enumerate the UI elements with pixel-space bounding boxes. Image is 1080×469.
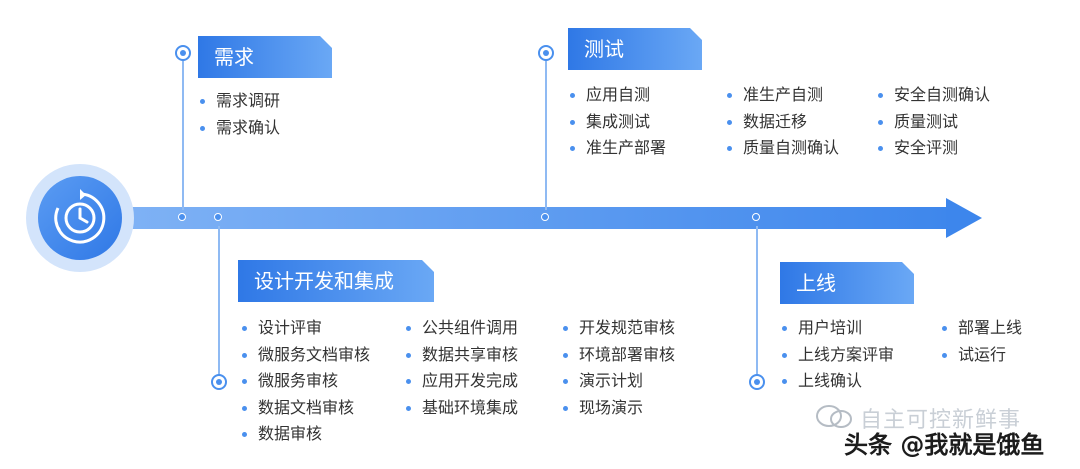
phase-title-testing: 测试	[568, 28, 702, 70]
clock-refresh-icon	[38, 176, 122, 260]
list-item: 公共组件调用	[406, 315, 518, 342]
list-item: 用户培训	[782, 315, 894, 342]
list-item: 质量测试	[878, 109, 990, 136]
list-item: 需求确认	[200, 115, 280, 142]
list-item: 微服务文档审核	[242, 342, 370, 369]
list-item: 演示计划	[563, 368, 675, 395]
list-item: 现场演示	[563, 395, 675, 422]
list-item: 安全评测	[878, 135, 990, 162]
list-launch-col1: 用户培训 上线方案评审 上线确认	[782, 315, 894, 395]
phase-title-design-dev: 设计开发和集成	[238, 260, 434, 302]
list-item: 开发规范审核	[563, 315, 675, 342]
list-item: 应用开发完成	[406, 368, 518, 395]
list-item: 部署上线	[942, 315, 1022, 342]
timeline-arrowhead	[946, 198, 982, 238]
pin-design	[211, 374, 227, 390]
list-item: 集成测试	[570, 109, 666, 136]
list-requirements: 需求调研 需求确认	[200, 88, 280, 141]
list-item: 设计评审	[242, 315, 370, 342]
list-item: 微服务审核	[242, 368, 370, 395]
list-item: 上线方案评审	[782, 342, 894, 369]
axis-dot-design	[214, 213, 222, 221]
connector-launch	[756, 226, 758, 376]
list-launch-col2: 部署上线 试运行	[942, 315, 1022, 368]
list-item: 试运行	[942, 342, 1022, 369]
list-item: 上线确认	[782, 368, 894, 395]
list-item: 应用自测	[570, 82, 666, 109]
pin-launch	[749, 374, 765, 390]
list-testing-col3: 安全自测确认 质量测试 安全评测	[878, 82, 990, 162]
list-item: 基础环境集成	[406, 395, 518, 422]
connector-design	[218, 226, 220, 376]
list-design-col1: 设计评审 微服务文档审核 微服务审核 数据文档审核 数据审核	[242, 315, 370, 448]
list-design-col3: 开发规范审核 环境部署审核 演示计划 现场演示	[563, 315, 675, 421]
list-design-col2: 公共组件调用 数据共享审核 应用开发完成 基础环境集成	[406, 315, 518, 421]
axis-dot-testing	[541, 213, 549, 221]
pin-testing	[538, 45, 554, 61]
list-item: 准生产部署	[570, 135, 666, 162]
list-item: 需求调研	[200, 88, 280, 115]
list-testing-col2: 准生产自测 数据迁移 质量自测确认	[727, 82, 839, 162]
list-item: 数据审核	[242, 421, 370, 448]
list-item: 数据文档审核	[242, 395, 370, 422]
list-item: 数据共享审核	[406, 342, 518, 369]
list-item: 数据迁移	[727, 109, 839, 136]
phase-title-launch: 上线	[780, 262, 914, 304]
watermark-faint-text: 自主可控新鲜事	[860, 408, 1022, 433]
wechat-icon	[815, 404, 855, 434]
list-item: 准生产自测	[727, 82, 839, 109]
connector-requirements	[182, 60, 184, 210]
axis-dot-launch	[752, 213, 760, 221]
phase-title-requirements: 需求	[198, 36, 332, 78]
list-item: 环境部署审核	[563, 342, 675, 369]
list-item: 质量自测确认	[727, 135, 839, 162]
watermark-main-text: 头条 @我就是饿鱼	[844, 431, 1045, 459]
pin-requirements	[175, 45, 191, 61]
list-item: 安全自测确认	[878, 82, 990, 109]
list-testing-col1: 应用自测 集成测试 准生产部署	[570, 82, 666, 162]
axis-dot-requirements	[178, 213, 186, 221]
connector-testing	[545, 60, 547, 210]
